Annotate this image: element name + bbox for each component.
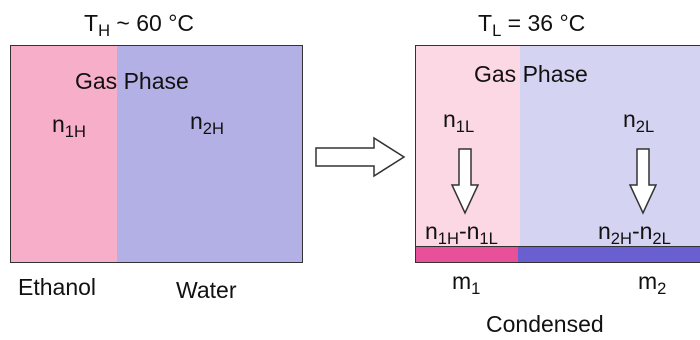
transition-arrow-icon bbox=[315, 136, 406, 178]
m2-label: m2 bbox=[638, 268, 667, 298]
left-gas-phase-label: Gas Phase bbox=[75, 68, 189, 94]
left-n1h-label: n1H bbox=[52, 111, 86, 141]
right-n2l-label: n2L bbox=[623, 106, 655, 136]
right-water-gas-region bbox=[520, 46, 700, 262]
water-condensation-arrow-icon bbox=[628, 148, 658, 215]
ethanol-label: Ethanol bbox=[18, 274, 97, 300]
left-ethanol-gas-region bbox=[11, 46, 117, 262]
right-n1l-label: n1L bbox=[443, 106, 475, 136]
water-condensed-amount-label: n2H-n2L bbox=[598, 218, 671, 248]
ethanol-condensation-arrow-icon bbox=[450, 148, 480, 215]
left-container bbox=[10, 45, 303, 263]
ethanol-condensed-amount-label: n1H-n1L bbox=[425, 218, 498, 248]
m1-label: m1 bbox=[452, 268, 481, 298]
condensed-label: Condensed bbox=[486, 311, 604, 337]
condensed-water-layer bbox=[518, 246, 700, 262]
right-gas-phase-label: Gas Phase bbox=[474, 61, 588, 87]
left-n2h-label: n2H bbox=[190, 108, 224, 138]
condensed-ethanol-layer bbox=[416, 246, 519, 262]
left-water-gas-region bbox=[117, 46, 302, 262]
left-temperature-label: TH ~ 60 °C bbox=[84, 10, 195, 40]
water-label: Water bbox=[176, 277, 237, 303]
right-temperature-label: TL = 36 °C bbox=[478, 10, 586, 40]
